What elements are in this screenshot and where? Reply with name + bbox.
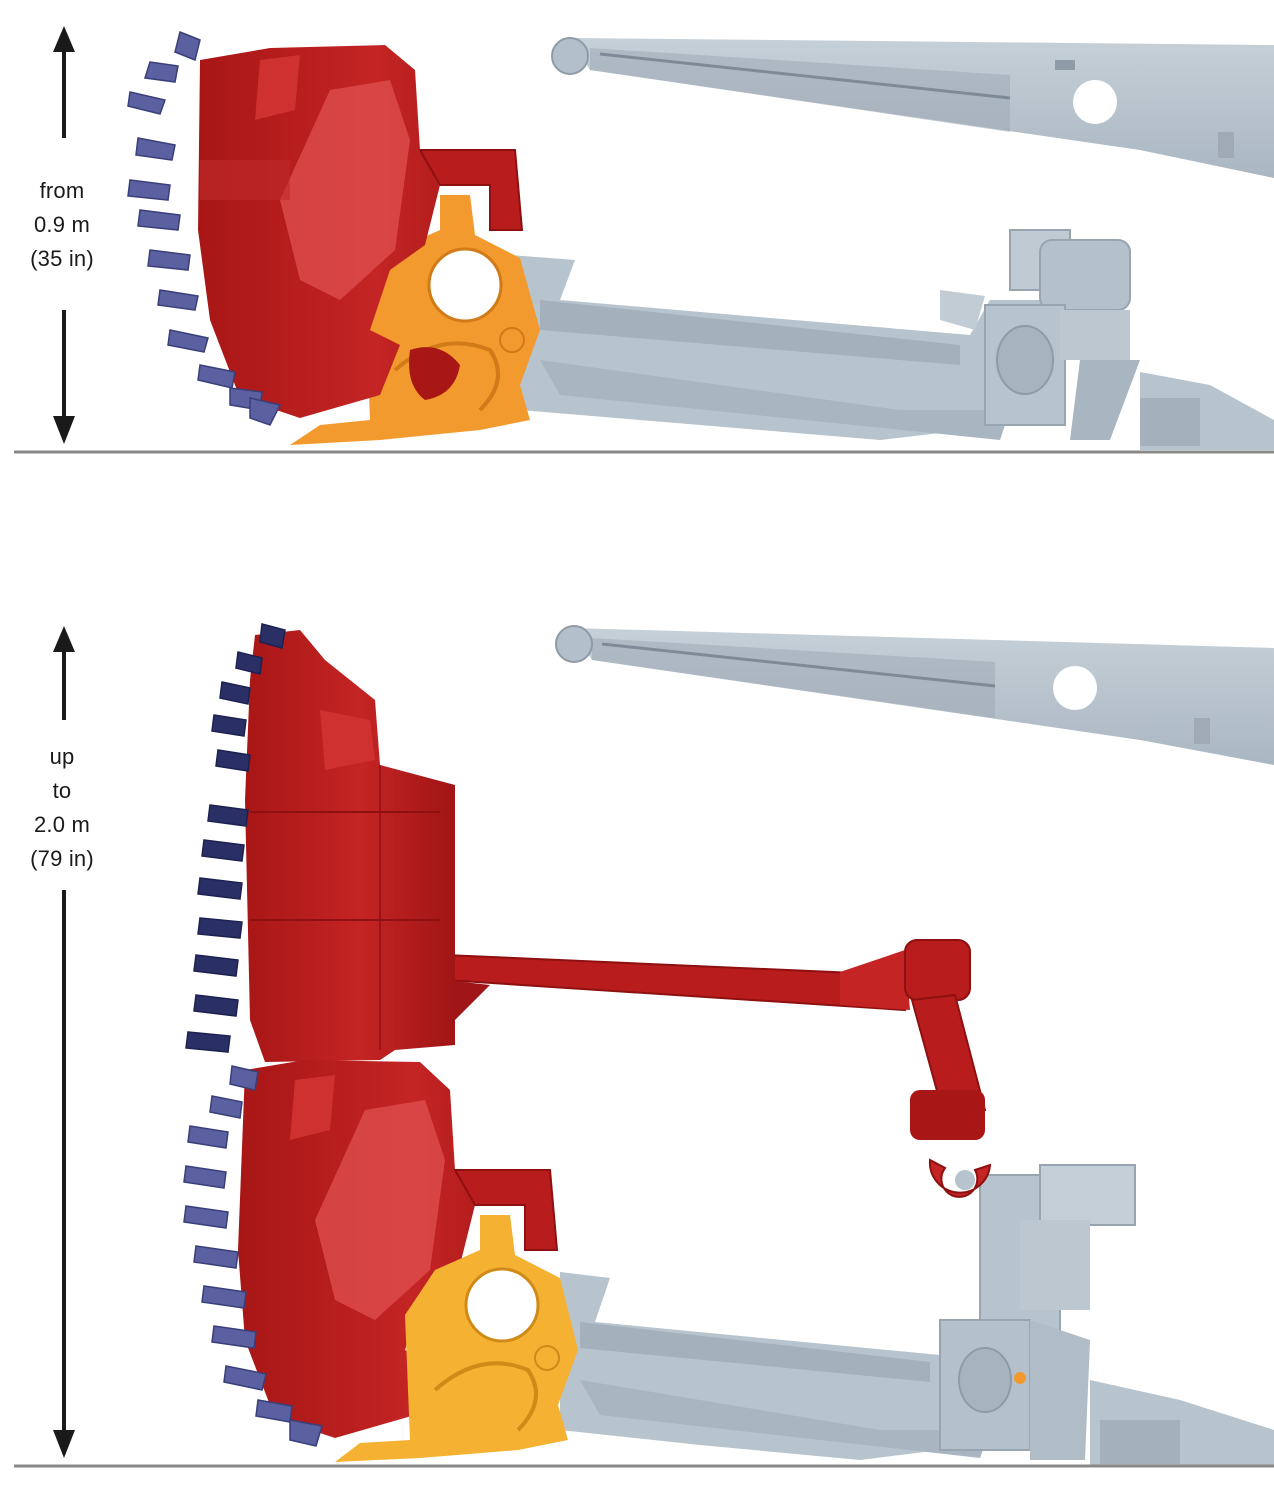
diagram-panel-low-height: from 0.9 m (35 in) bbox=[0, 0, 1274, 470]
machine-illustration-low bbox=[14, 26, 1274, 454]
upper-boom bbox=[551, 37, 1274, 178]
cutting-picks-top bbox=[127, 30, 282, 426]
height-label-value: 2.0 m bbox=[33, 812, 91, 837]
upper-boom bbox=[555, 625, 1274, 765]
height-label-line: to bbox=[52, 778, 72, 803]
height-label-value-imperial: (35 in) bbox=[30, 246, 94, 271]
lower-frame bbox=[560, 1272, 1020, 1460]
height-label-high: up to 2.0 m (79 in) bbox=[14, 740, 110, 876]
extension-arm bbox=[444, 939, 992, 1198]
height-label-line: from bbox=[39, 178, 85, 203]
yellow-bracket bbox=[335, 1215, 578, 1462]
cutting-drum-single bbox=[198, 45, 524, 418]
lower-frame bbox=[510, 255, 1050, 440]
diagram-panel-high-height: up to 2.0 m (79 in) bbox=[0, 600, 1274, 1504]
height-arrow-low bbox=[53, 26, 75, 444]
orange-bracket bbox=[290, 195, 540, 445]
height-label-value-imperial: (79 in) bbox=[30, 846, 94, 871]
height-arrow-high bbox=[53, 626, 75, 1458]
cutting-picks-lower bbox=[183, 1065, 323, 1447]
cutting-picks-upper bbox=[185, 623, 286, 1053]
cutting-drum-upper bbox=[245, 630, 455, 1062]
height-label-low: from 0.9 m (35 in) bbox=[14, 174, 110, 276]
machine-illustration-high bbox=[14, 623, 1274, 1468]
cutting-drum-lower bbox=[238, 1060, 559, 1438]
height-label-line: up bbox=[49, 744, 75, 769]
gearbox-assembly bbox=[939, 1164, 1274, 1466]
height-label-value: 0.9 m bbox=[33, 212, 91, 237]
gearbox-assembly bbox=[984, 229, 1274, 450]
